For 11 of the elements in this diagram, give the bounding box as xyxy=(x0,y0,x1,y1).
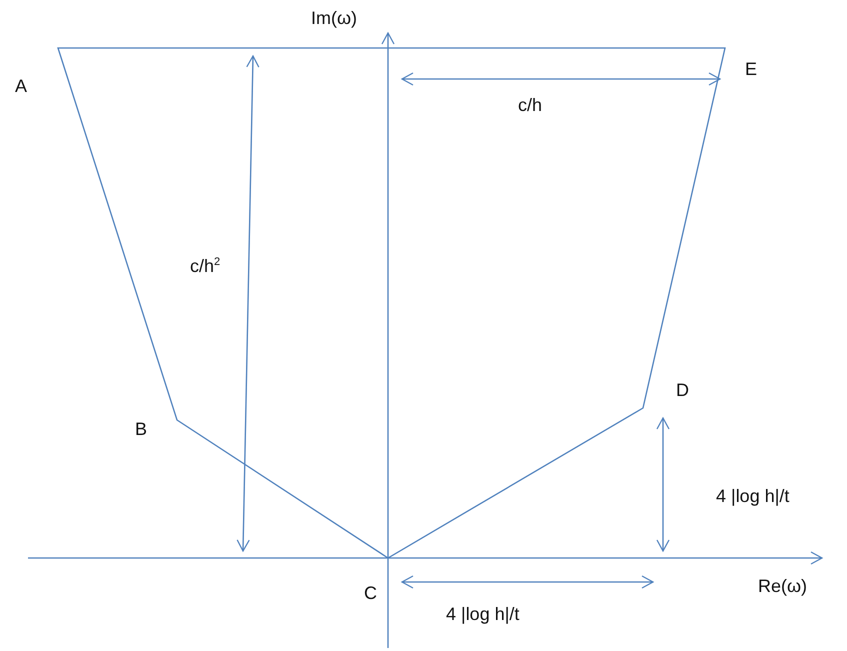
point-label: E xyxy=(745,59,758,81)
axis-label: Re(ω) xyxy=(758,576,808,598)
dimension-label: 4 |log h|/t xyxy=(716,486,790,508)
point-label: C xyxy=(364,583,377,605)
dimension-label: 4 |log h|/t xyxy=(446,604,520,626)
dimension-label: c/h$^{2}$ xyxy=(190,256,220,278)
axis-label: Im(ω) xyxy=(311,8,358,30)
point-label: B xyxy=(135,419,148,441)
point-label: A xyxy=(15,76,28,98)
dimension-label: c/h xyxy=(518,95,542,117)
point-label: D xyxy=(676,380,689,402)
